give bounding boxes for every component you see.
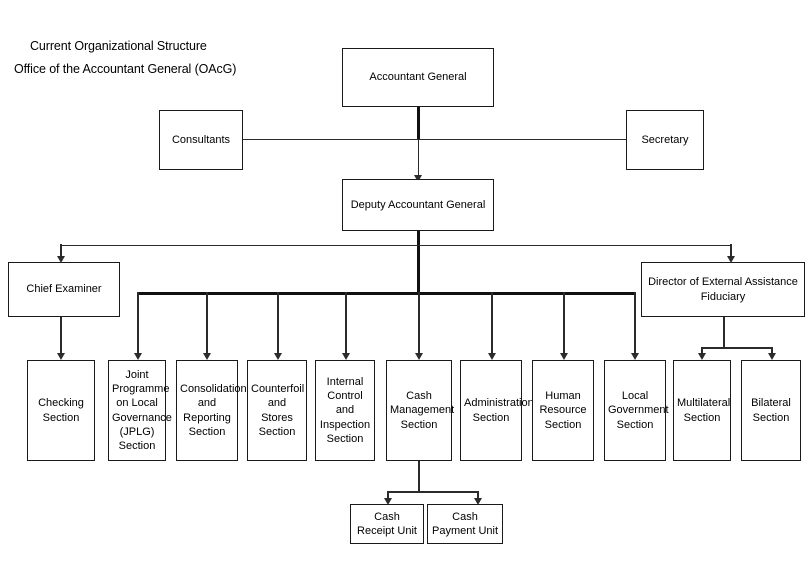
node-local-government-section-label: Local Government Section bbox=[608, 390, 669, 431]
connector-chief-examiner-drop bbox=[60, 317, 62, 357]
arrow-to-director bbox=[726, 256, 735, 263]
connector-drop-local-government bbox=[634, 292, 636, 357]
node-counterfoil-stores-section-label: Counterfoil and Stores Section bbox=[251, 383, 305, 438]
node-internal-control-inspection-section-label: Internal Control and Inspection Section bbox=[319, 376, 371, 445]
node-cash-receipt-unit[interactable]: Cash Receipt Unit bbox=[350, 504, 424, 544]
arrow-to-local-government-section bbox=[630, 353, 639, 360]
node-checking-section-label: Checking Section bbox=[38, 397, 84, 424]
node-director-external-assistance-label: Director of External Assistance Fiduciar… bbox=[648, 276, 798, 303]
node-cash-management-section[interactable]: Cash Management Section bbox=[386, 360, 455, 461]
connector-drop-counterfoil bbox=[277, 292, 279, 357]
node-chief-examiner-label: Chief Examiner bbox=[26, 283, 102, 296]
node-local-government-section[interactable]: Local Government Section bbox=[604, 360, 669, 461]
node-deputy-accountant-general[interactable]: Deputy Accountant General bbox=[342, 179, 494, 231]
node-jplg-section-label: Joint Programme on Local Governance (JPL… bbox=[112, 369, 172, 452]
arrow-to-cash-management-section bbox=[414, 353, 423, 360]
connector-consultants-secretary bbox=[243, 138, 626, 141]
arrow-to-cash-receipt-unit bbox=[383, 498, 392, 505]
node-secretary-label: Secretary bbox=[641, 133, 689, 146]
node-multilateral-section[interactable]: Multilateral Section bbox=[673, 360, 731, 461]
node-internal-control-inspection-section[interactable]: Internal Control and Inspection Section bbox=[315, 360, 375, 461]
node-human-resource-section[interactable]: Human Resource Section bbox=[532, 360, 594, 461]
node-checking-section[interactable]: Checking Section bbox=[27, 360, 95, 461]
node-administration-section[interactable]: Administration Section bbox=[460, 360, 534, 461]
chart-title-line-2: Office of the Accountant General (OAcG) bbox=[14, 62, 237, 76]
connector-ag-to-deputy bbox=[417, 140, 420, 178]
connector-drop-multilateral bbox=[701, 347, 703, 357]
connector-drop-bilateral bbox=[771, 347, 773, 357]
node-consolidation-reporting-section-label: Consolidation and Reporting Section bbox=[180, 383, 247, 438]
node-multilateral-section-label: Multilateral Section bbox=[677, 397, 731, 424]
connector-level3-bus bbox=[60, 244, 731, 247]
node-chief-examiner[interactable]: Chief Examiner bbox=[8, 262, 120, 317]
node-accountant-general[interactable]: Accountant General bbox=[342, 48, 494, 107]
arrow-to-cash-payment-unit bbox=[473, 498, 482, 505]
node-bilateral-section[interactable]: Bilateral Section bbox=[741, 360, 801, 461]
node-consultants-label: Consultants bbox=[171, 133, 231, 146]
connector-cash-management-drop bbox=[418, 461, 420, 492]
connector-drop-cash-payment bbox=[477, 491, 479, 502]
chart-title-line-1: Current Organizational Structure bbox=[30, 39, 207, 53]
connector-drop-internal-control bbox=[345, 292, 347, 357]
connector-drop-jplg bbox=[137, 292, 139, 357]
connector-director-subbus bbox=[701, 347, 772, 349]
arrow-to-bilateral-section bbox=[767, 353, 776, 360]
arrow-ag-to-deputy bbox=[414, 175, 422, 182]
arrow-to-multilateral-section bbox=[697, 353, 706, 360]
node-jplg-section[interactable]: Joint Programme on Local Governance (JPL… bbox=[108, 360, 172, 461]
connector-drop-administration bbox=[491, 292, 493, 357]
node-cash-payment-unit[interactable]: Cash Payment Unit bbox=[427, 504, 503, 544]
connector-level3-right-drop bbox=[730, 244, 732, 260]
node-consultants[interactable]: Consultants bbox=[159, 110, 243, 170]
node-counterfoil-stores-section[interactable]: Counterfoil and Stores Section bbox=[247, 360, 307, 461]
connector-cash-subbus bbox=[387, 491, 478, 493]
node-cash-management-section-label: Cash Management Section bbox=[390, 390, 455, 431]
arrow-to-checking-section bbox=[56, 353, 65, 360]
node-cash-payment-unit-label: Cash Payment Unit bbox=[431, 510, 499, 537]
connector-drop-cash-receipt bbox=[387, 491, 389, 502]
node-deputy-accountant-general-label: Deputy Accountant General bbox=[350, 198, 486, 211]
connector-drop-cash-management bbox=[418, 292, 420, 357]
arrow-to-human-resource-section bbox=[559, 353, 568, 360]
arrow-to-consolidation-section bbox=[202, 353, 211, 360]
arrow-to-administration-section bbox=[487, 353, 496, 360]
connector-drop-human-resource bbox=[563, 292, 565, 357]
connector-ag-trunk-upper bbox=[417, 107, 420, 140]
node-director-external-assistance[interactable]: Director of External Assistance Fiduciar… bbox=[641, 262, 805, 317]
arrow-to-internal-control-section bbox=[341, 353, 350, 360]
node-accountant-general-label: Accountant General bbox=[369, 71, 467, 84]
connector-sections-bus bbox=[137, 292, 635, 295]
node-administration-section-label: Administration Section bbox=[464, 397, 534, 424]
connector-level3-left-drop bbox=[60, 244, 62, 260]
node-cash-receipt-unit-label: Cash Receipt Unit bbox=[357, 510, 417, 537]
connector-deputy-trunk bbox=[417, 231, 420, 293]
connector-director-drop bbox=[723, 317, 725, 348]
node-consolidation-reporting-section[interactable]: Consolidation and Reporting Section bbox=[176, 360, 247, 461]
arrow-to-counterfoil-section bbox=[273, 353, 282, 360]
node-human-resource-section-label: Human Resource Section bbox=[539, 390, 587, 431]
node-bilateral-section-label: Bilateral Section bbox=[751, 397, 791, 424]
node-secretary[interactable]: Secretary bbox=[626, 110, 704, 170]
connector-drop-consolidation bbox=[206, 292, 208, 357]
arrow-to-chief-examiner bbox=[56, 256, 65, 263]
arrow-to-jplg-section bbox=[133, 353, 142, 360]
